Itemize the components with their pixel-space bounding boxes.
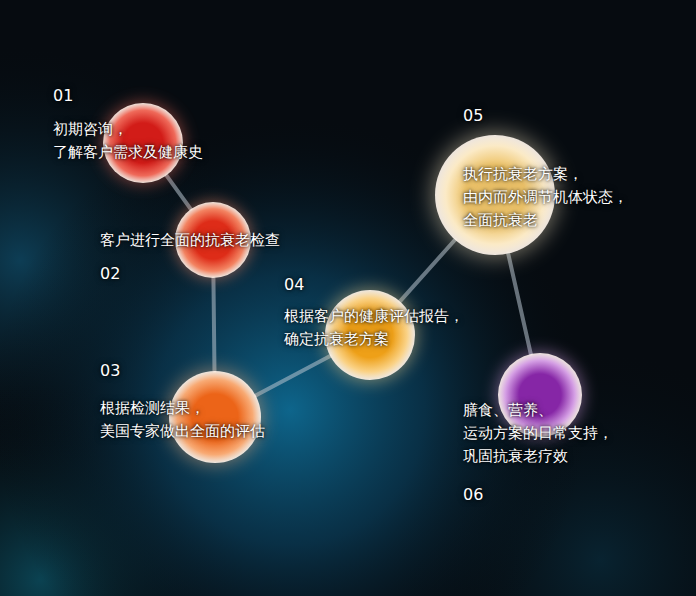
step-number: 03 (100, 361, 120, 381)
step-circle: 03根据检测结果， 美国专家做出全面的评估 (169, 371, 261, 463)
step-description: 客户进行全面的抗衰老检查 (100, 229, 305, 252)
connector-line (508, 254, 531, 354)
step-circle: 膳食、营养、 运动方案的日常支持， 巩固抗衰老疗效06 (498, 353, 582, 437)
step-description: 膳食、营养、 运动方案的日常支持， 巩固抗衰老疗效 (463, 399, 668, 468)
step-number: 02 (100, 264, 120, 284)
step-number: 06 (463, 485, 483, 505)
step-circle: 01初期咨询， 了解客户需求及健康史 (103, 103, 183, 183)
step-circle: 05执行抗衰老方案， 由内而外调节机体状态， 全面抗衰老 (435, 135, 555, 255)
step-number: 05 (463, 106, 483, 126)
step-description: 执行抗衰老方案， 由内而外调节机体状态， 全面抗衰老 (463, 163, 668, 232)
step-description: 根据客户的健康评估报告， 确定抗衰老方案 (284, 305, 489, 351)
connector-line (256, 356, 331, 395)
step-number: 04 (284, 275, 304, 295)
step-description: 初期咨询， 了解客户需求及健康史 (53, 118, 258, 164)
connector-line (213, 278, 214, 371)
step-circle: 04根据客户的健康评估报告， 确定抗衰老方案 (325, 290, 415, 380)
connector-line (166, 175, 190, 209)
step-number: 01 (53, 86, 73, 106)
step-description: 根据检测结果， 美国专家做出全面的评估 (100, 397, 305, 443)
step-circle: 客户进行全面的抗衰老检查02 (175, 202, 251, 278)
connector-line (400, 240, 455, 302)
